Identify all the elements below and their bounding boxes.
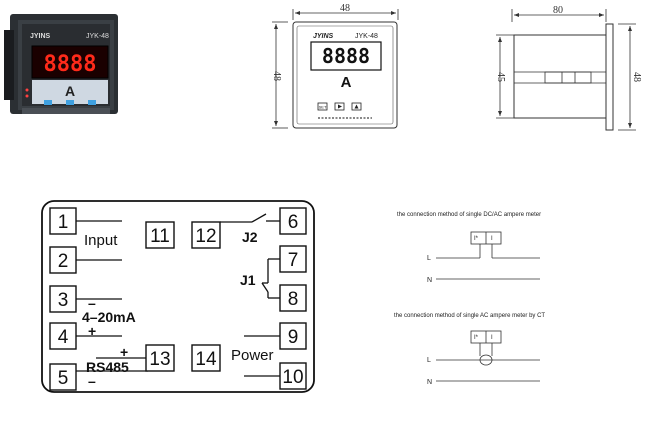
terminal-14-label: 14: [195, 349, 217, 370]
dc-line-label: L: [427, 255, 431, 262]
front-display: 8888: [322, 44, 370, 68]
rs485-plus: +: [120, 344, 128, 360]
current-loop-label: 4–20mA: [82, 309, 136, 325]
terminal-11: [145, 221, 175, 249]
photo-unit: A: [65, 83, 75, 99]
terminal-10-label: 10: [282, 367, 303, 388]
dc-connection-title: the connection method of single DC/AC am…: [397, 212, 541, 218]
terminal-1: [49, 207, 77, 235]
front-set-button: [317, 102, 328, 111]
terminal-8: [279, 284, 307, 312]
j1-label: J1: [240, 272, 256, 288]
current-loop-plus: +: [88, 323, 96, 339]
dc-term-star: I*: [474, 236, 479, 242]
rs485-label: RS485: [86, 359, 129, 375]
terminal-2-label: 2: [58, 251, 69, 272]
side-body-height-label: 45: [495, 72, 506, 82]
front-width-label: 48: [340, 3, 350, 14]
ct-connection-title: the connection method of single AC amper…: [394, 313, 545, 319]
front-height-label: 48: [271, 71, 282, 81]
ct-line-label: L: [427, 357, 431, 364]
input-label: Input: [84, 232, 118, 249]
front-view-drawing: 48 48 JYINS JYK-48 8888 A SET: [271, 3, 399, 129]
side-view-drawing: 80 45 48: [495, 5, 642, 131]
ct-term-i: I: [491, 335, 493, 341]
right-arrow-icon: [338, 104, 342, 109]
side-depth-label: 80: [553, 5, 563, 16]
photo-model: JYK-48: [86, 33, 109, 40]
photo-button-2: [66, 100, 74, 105]
terminal-9: [279, 322, 307, 350]
terminal-7-label: 7: [288, 250, 299, 271]
meter-photo: JYINS JYK-48 8888 A: [4, 14, 118, 114]
up-arrow-icon: [354, 104, 359, 109]
dc-term-i: I: [491, 236, 493, 242]
power-label: Power: [231, 347, 274, 364]
terminal-12-label: 12: [195, 226, 216, 247]
j2-label: J2: [242, 229, 258, 245]
terminal-4: [49, 322, 77, 350]
terminal-5-label: 5: [58, 368, 69, 389]
wiring-frame: [41, 200, 315, 393]
photo-button-1: [44, 100, 52, 105]
photo-button-3: [88, 100, 96, 105]
terminal-4-label: 4: [58, 327, 69, 348]
terminal-3-label: 3: [58, 290, 69, 311]
terminal-12: [191, 221, 221, 249]
terminal-8-label: 8: [288, 289, 299, 310]
ct-neutral-label: N: [427, 379, 432, 386]
terminal-2: [49, 246, 77, 274]
connection-ct: the connection method of single AC amper…: [394, 313, 545, 386]
terminal-13-label: 13: [149, 349, 170, 370]
set-icon: SET: [319, 105, 327, 110]
terminal-3: [49, 285, 77, 313]
ct-transformer-icon: [479, 354, 493, 366]
connection-dc-ac: the connection method of single DC/AC am…: [397, 212, 541, 284]
ct-term-star: I*: [474, 335, 479, 341]
terminal-6: [279, 207, 307, 235]
photo-brand: JYINS: [30, 33, 51, 40]
photo-led-display: 8888: [44, 52, 97, 77]
front-brand: JYINS: [313, 33, 334, 40]
rs485-minus: –: [88, 373, 96, 389]
wiring-diagram: 1 2 3 4 5 Input – 4–20mA + + RS485 – 11 …: [41, 200, 315, 393]
terminal-11-label: 11: [150, 226, 170, 247]
terminal-1-label: 1: [58, 212, 69, 233]
terminal-14: [191, 344, 221, 372]
front-unit: A: [341, 74, 352, 91]
terminal-9-label: 9: [288, 327, 299, 348]
terminal-5: [49, 363, 77, 391]
terminal-13: [145, 344, 175, 372]
current-loop-minus: –: [88, 295, 96, 311]
terminal-6-label: 6: [288, 212, 299, 233]
front-model: JYK-48: [355, 33, 378, 40]
dc-neutral-label: N: [427, 277, 432, 284]
side-panel-height-label: 48: [631, 72, 642, 82]
